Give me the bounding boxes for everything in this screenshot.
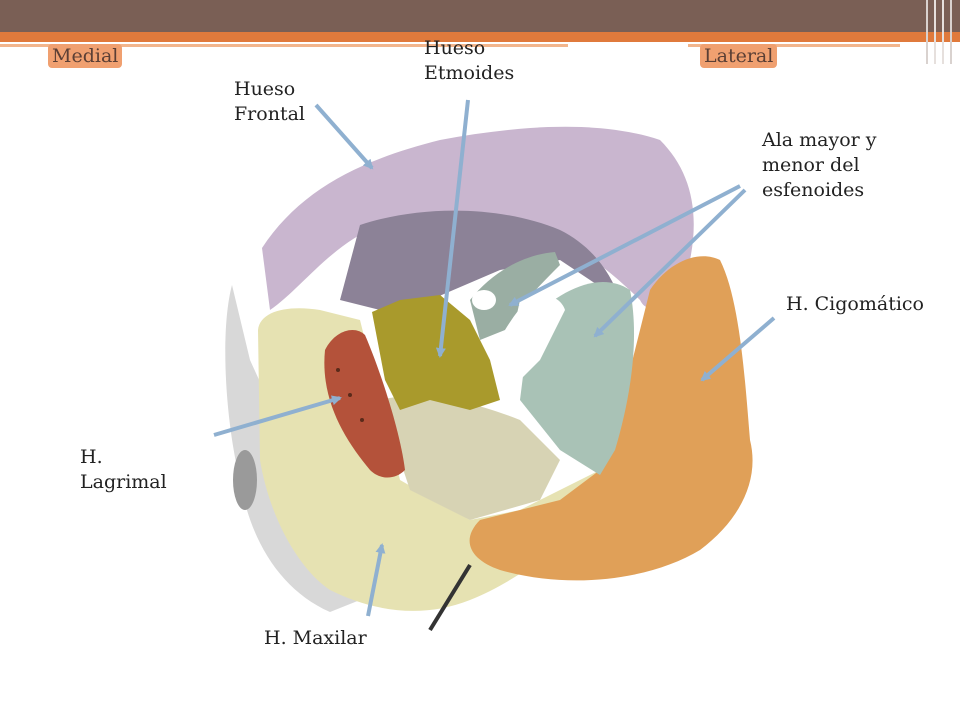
arrow-lagrimal (213, 395, 342, 437)
orbit-dark-spot (233, 450, 257, 510)
lateral-tag: Lateral (700, 44, 778, 68)
optic-canal (472, 290, 496, 310)
sphenoid-lesser-wing (470, 252, 560, 340)
label-maxilla: H. Maxilar (264, 627, 367, 649)
accent-line (0, 44, 900, 47)
corner-ornament (926, 0, 952, 64)
accent-stripe (0, 32, 960, 42)
orbital-fissure (505, 294, 565, 380)
label-lacrimal: H. Lagrimal (80, 446, 167, 493)
label-sphenoid: Ala mayor y menor del esfenoides (762, 129, 877, 201)
arrow-maxilar (366, 543, 386, 617)
frontal-bone (262, 126, 694, 310)
probe-line (428, 563, 472, 632)
arrow-esfenoides-1 (508, 184, 741, 307)
zygomatic-bone (469, 256, 753, 581)
medial-tag: Medial (48, 44, 123, 68)
label-frontal: Hueso Frontal (234, 78, 305, 125)
title-bar (0, 0, 960, 32)
arrow-esfenoides-2 (593, 188, 747, 338)
orbit-roof-shadow (340, 210, 620, 310)
lacrimal-bone (324, 330, 405, 478)
arrow-frontal (314, 103, 374, 170)
header-gap (568, 42, 688, 66)
orbit-floor (380, 396, 560, 520)
arrow-cigomatico (700, 316, 776, 382)
arrow-etmoides (435, 99, 470, 358)
corner-ornament-inner (934, 0, 944, 64)
label-zygomatic: H. Cigomático (786, 293, 925, 315)
label-ethmoid: Hueso Etmoides (424, 37, 515, 84)
